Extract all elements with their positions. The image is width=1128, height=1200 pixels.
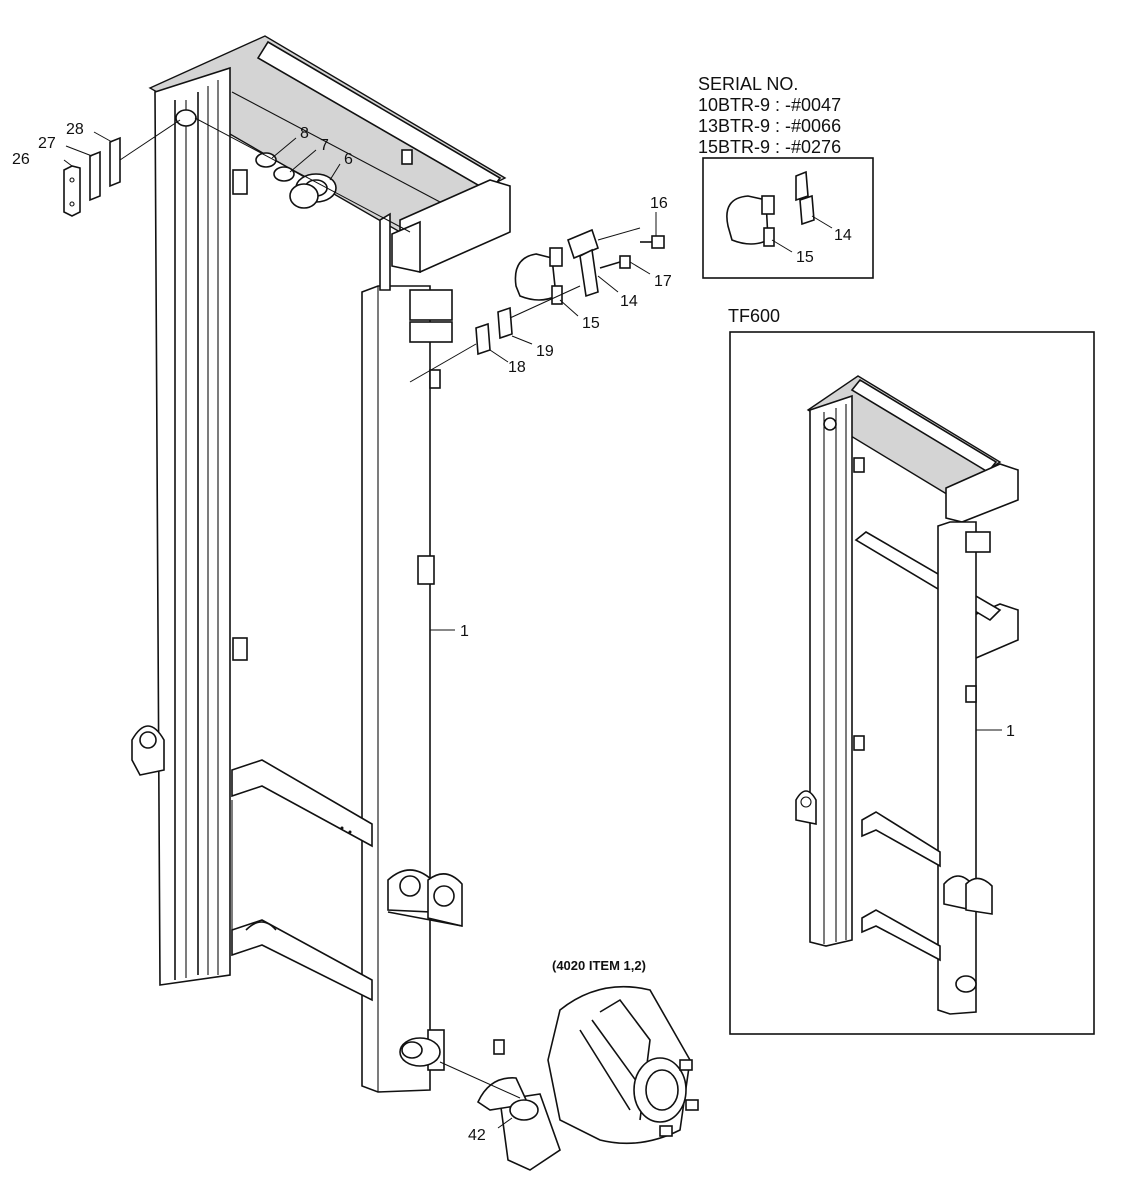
bushing-42 — [509, 1099, 539, 1121]
left-tilt-bracket — [131, 725, 165, 776]
lower-pivot-pin — [399, 1029, 445, 1071]
tf600-title: TF600 — [728, 306, 780, 326]
tf600-box: TF600 1 — [728, 306, 1095, 1035]
callout-19: 19 — [536, 343, 554, 360]
bearing-6 — [289, 173, 337, 209]
callout-18: 18 — [508, 359, 526, 376]
callout-27: 27 — [38, 135, 56, 152]
bolt-16 — [651, 235, 665, 249]
mast-right-rail — [361, 285, 431, 1093]
washer-17 — [619, 255, 631, 269]
shim-27 — [89, 150, 101, 202]
tf600-callout-1: 1 — [1006, 723, 1015, 740]
serial-clamp-15 — [726, 195, 769, 245]
callout-14: 14 — [620, 293, 638, 310]
callout-6: 6 — [344, 151, 353, 168]
callout-26: 26 — [12, 151, 30, 168]
callout-15: 15 — [582, 315, 600, 332]
plate-26 — [63, 165, 81, 217]
axle-note: (4020 ITEM 1,2) — [552, 958, 646, 973]
ring-7 — [273, 166, 295, 182]
bracket-14 — [579, 248, 599, 298]
tf600-frame — [729, 331, 1095, 1035]
clamp-15 — [514, 253, 557, 301]
tilt-bracket — [387, 869, 463, 928]
callout-16: 16 — [650, 195, 668, 212]
shim-28 — [109, 136, 121, 188]
serial-callout-14: 14 — [834, 227, 852, 244]
serial-line-1: 10BTR-9 : -#0047 — [698, 95, 841, 115]
serial-detail-frame — [702, 157, 874, 279]
serial-callout-15: 15 — [796, 249, 814, 266]
callout-7: 7 — [320, 137, 329, 154]
serial-box: SERIAL NO. 10BTR-9 : -#0047 13BTR-9 : -#… — [698, 74, 874, 279]
callout-17: 17 — [654, 273, 672, 290]
shim-18 — [475, 322, 491, 356]
callout-42: 42 — [468, 1127, 486, 1144]
tf600-mast — [795, 375, 1019, 1015]
mast-lower-frame — [231, 759, 373, 848]
serial-line-2: 13BTR-9 : -#0066 — [698, 116, 841, 136]
shim-19 — [497, 306, 513, 340]
serial-line-3: 15BTR-9 : -#0276 — [698, 137, 841, 157]
left-small-parts — [63, 117, 411, 233]
clamp-parts — [409, 227, 665, 389]
callout-8: 8 — [300, 125, 309, 142]
drive-axle-hub — [439, 985, 699, 1171]
serial-heading: SERIAL NO. — [698, 74, 798, 94]
serial-bracket-14 — [799, 194, 815, 226]
mast-left-rail — [154, 66, 231, 986]
top-pivot-pin — [175, 109, 197, 127]
ring-8 — [255, 152, 277, 168]
main-mast-assembly — [131, 35, 511, 1093]
callout-28: 28 — [66, 121, 84, 138]
callout-1: 1 — [460, 623, 469, 640]
